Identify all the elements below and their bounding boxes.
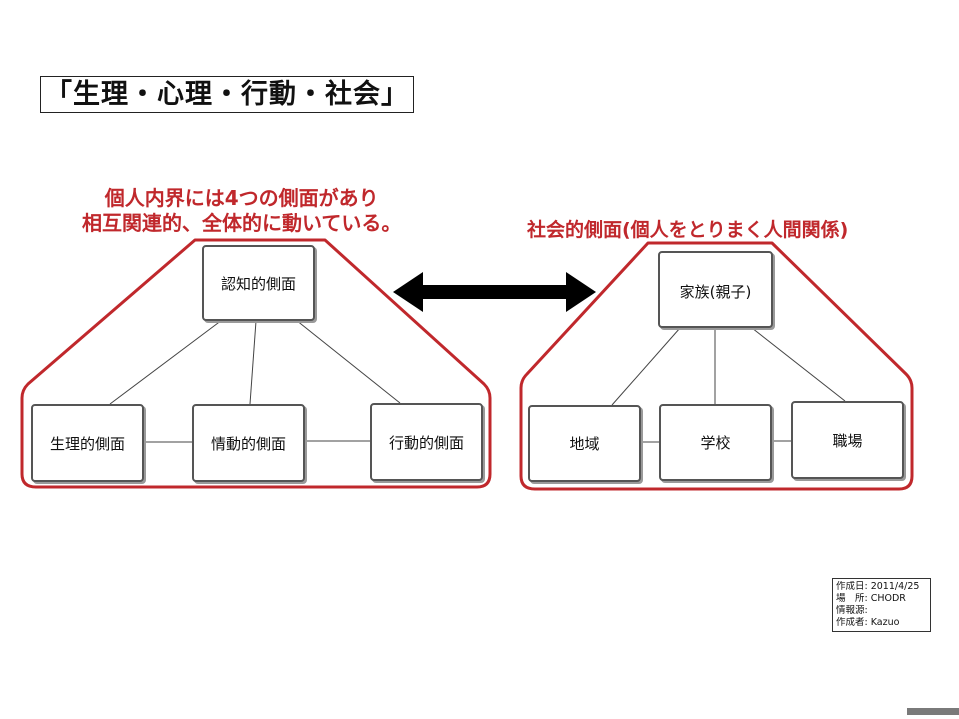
node-physiological-aspect: 生理的側面: [31, 404, 144, 482]
credits-source: 情報源:: [836, 605, 868, 616]
social-aspect-label: 社会的側面(個人をとりまく人間関係): [527, 219, 849, 241]
social-group-outline: [519, 241, 914, 491]
corner-bar: [907, 708, 959, 715]
individual-aspects-label-line2: 相互関連的、全体的に動いている。: [82, 211, 402, 235]
node-behavioral-aspect: 行動的側面: [370, 403, 483, 481]
individual-aspects-label: 個人内界には4つの側面があり 相互関連的、全体的に動いている。: [82, 186, 401, 236]
page-title: 「生理・心理・行動・社会」: [40, 76, 414, 113]
credits-author: 作成者: Kazuo: [836, 617, 900, 628]
connector-family-workplace: [751, 327, 846, 402]
credits-created-date: 作成日: 2011/4/25: [836, 581, 920, 592]
node-workplace: 職場: [791, 401, 904, 479]
credits-place: 場 所: CHODR: [836, 593, 906, 604]
connector-cognitive-emotional: [249, 320, 257, 405]
double-arrow-icon: [393, 272, 596, 312]
connector-cognitive-physiological: [109, 319, 223, 405]
node-cognitive-aspect: 認知的側面: [202, 245, 315, 321]
credits-box: 作成日: 2011/4/25 場 所: CHODR 情報源: 作成者: Kazu…: [832, 578, 931, 632]
node-family: 家族(親子): [658, 251, 773, 328]
individual-group-outline: [20, 238, 492, 489]
node-school: 学校: [659, 404, 772, 481]
connector-cognitive-behavioral: [295, 319, 401, 404]
connector-family-community: [611, 327, 681, 406]
node-emotional-aspect: 情動的側面: [192, 404, 305, 482]
individual-aspects-label-line1: 個人内界には4つの側面があり: [104, 186, 379, 210]
node-community: 地域: [528, 405, 641, 482]
